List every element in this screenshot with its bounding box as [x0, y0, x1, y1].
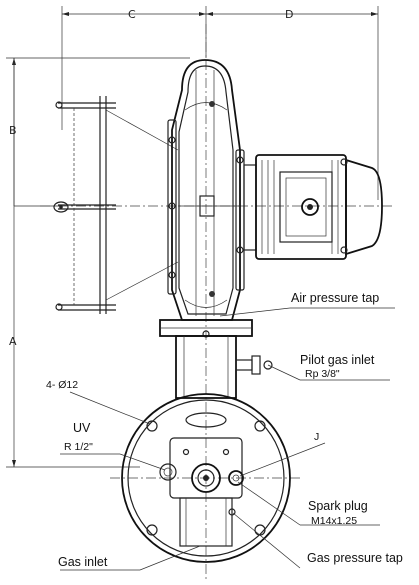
dimension-c: C: [61, 6, 207, 130]
motor: [243, 154, 383, 260]
uv-thread-label: R 1/2": [64, 441, 93, 453]
bolt-hole: [254, 420, 266, 432]
mounting-flange: [159, 319, 273, 399]
spark-plug-label: Spark plug: [308, 499, 368, 513]
gas-pressure-tap-label: Gas pressure tap: [307, 551, 403, 565]
gas-inlet-label: Gas inlet: [58, 555, 108, 569]
gas-head: [121, 393, 291, 563]
dimension-a-label: A: [9, 335, 17, 348]
j-label: J: [314, 431, 319, 443]
fan-housing: [167, 59, 245, 321]
dimension-b: B: [9, 58, 60, 207]
dimension-b-label: B: [9, 124, 17, 137]
leader-lines: [60, 307, 395, 571]
bolt-hole: [146, 420, 158, 432]
bolt-holes-label: 4- Ø12: [46, 379, 78, 391]
dimension-d-label: D: [285, 8, 293, 21]
air-pressure-tap-label: Air pressure tap: [291, 291, 379, 305]
dimension-c-label: C: [128, 8, 136, 21]
intake-latch: [53, 201, 69, 213]
uv-label: UV: [73, 421, 91, 435]
spark-plug-thread-label: M14x1.25: [311, 515, 357, 527]
bolt-hole: [146, 524, 158, 536]
pilot-gas-inlet-label: Pilot gas inlet: [300, 353, 375, 367]
air-intake-guard: [53, 96, 179, 314]
dimension-d: D: [206, 6, 379, 200]
pilot-gas-thread-label: Rp 3/8": [305, 368, 340, 380]
